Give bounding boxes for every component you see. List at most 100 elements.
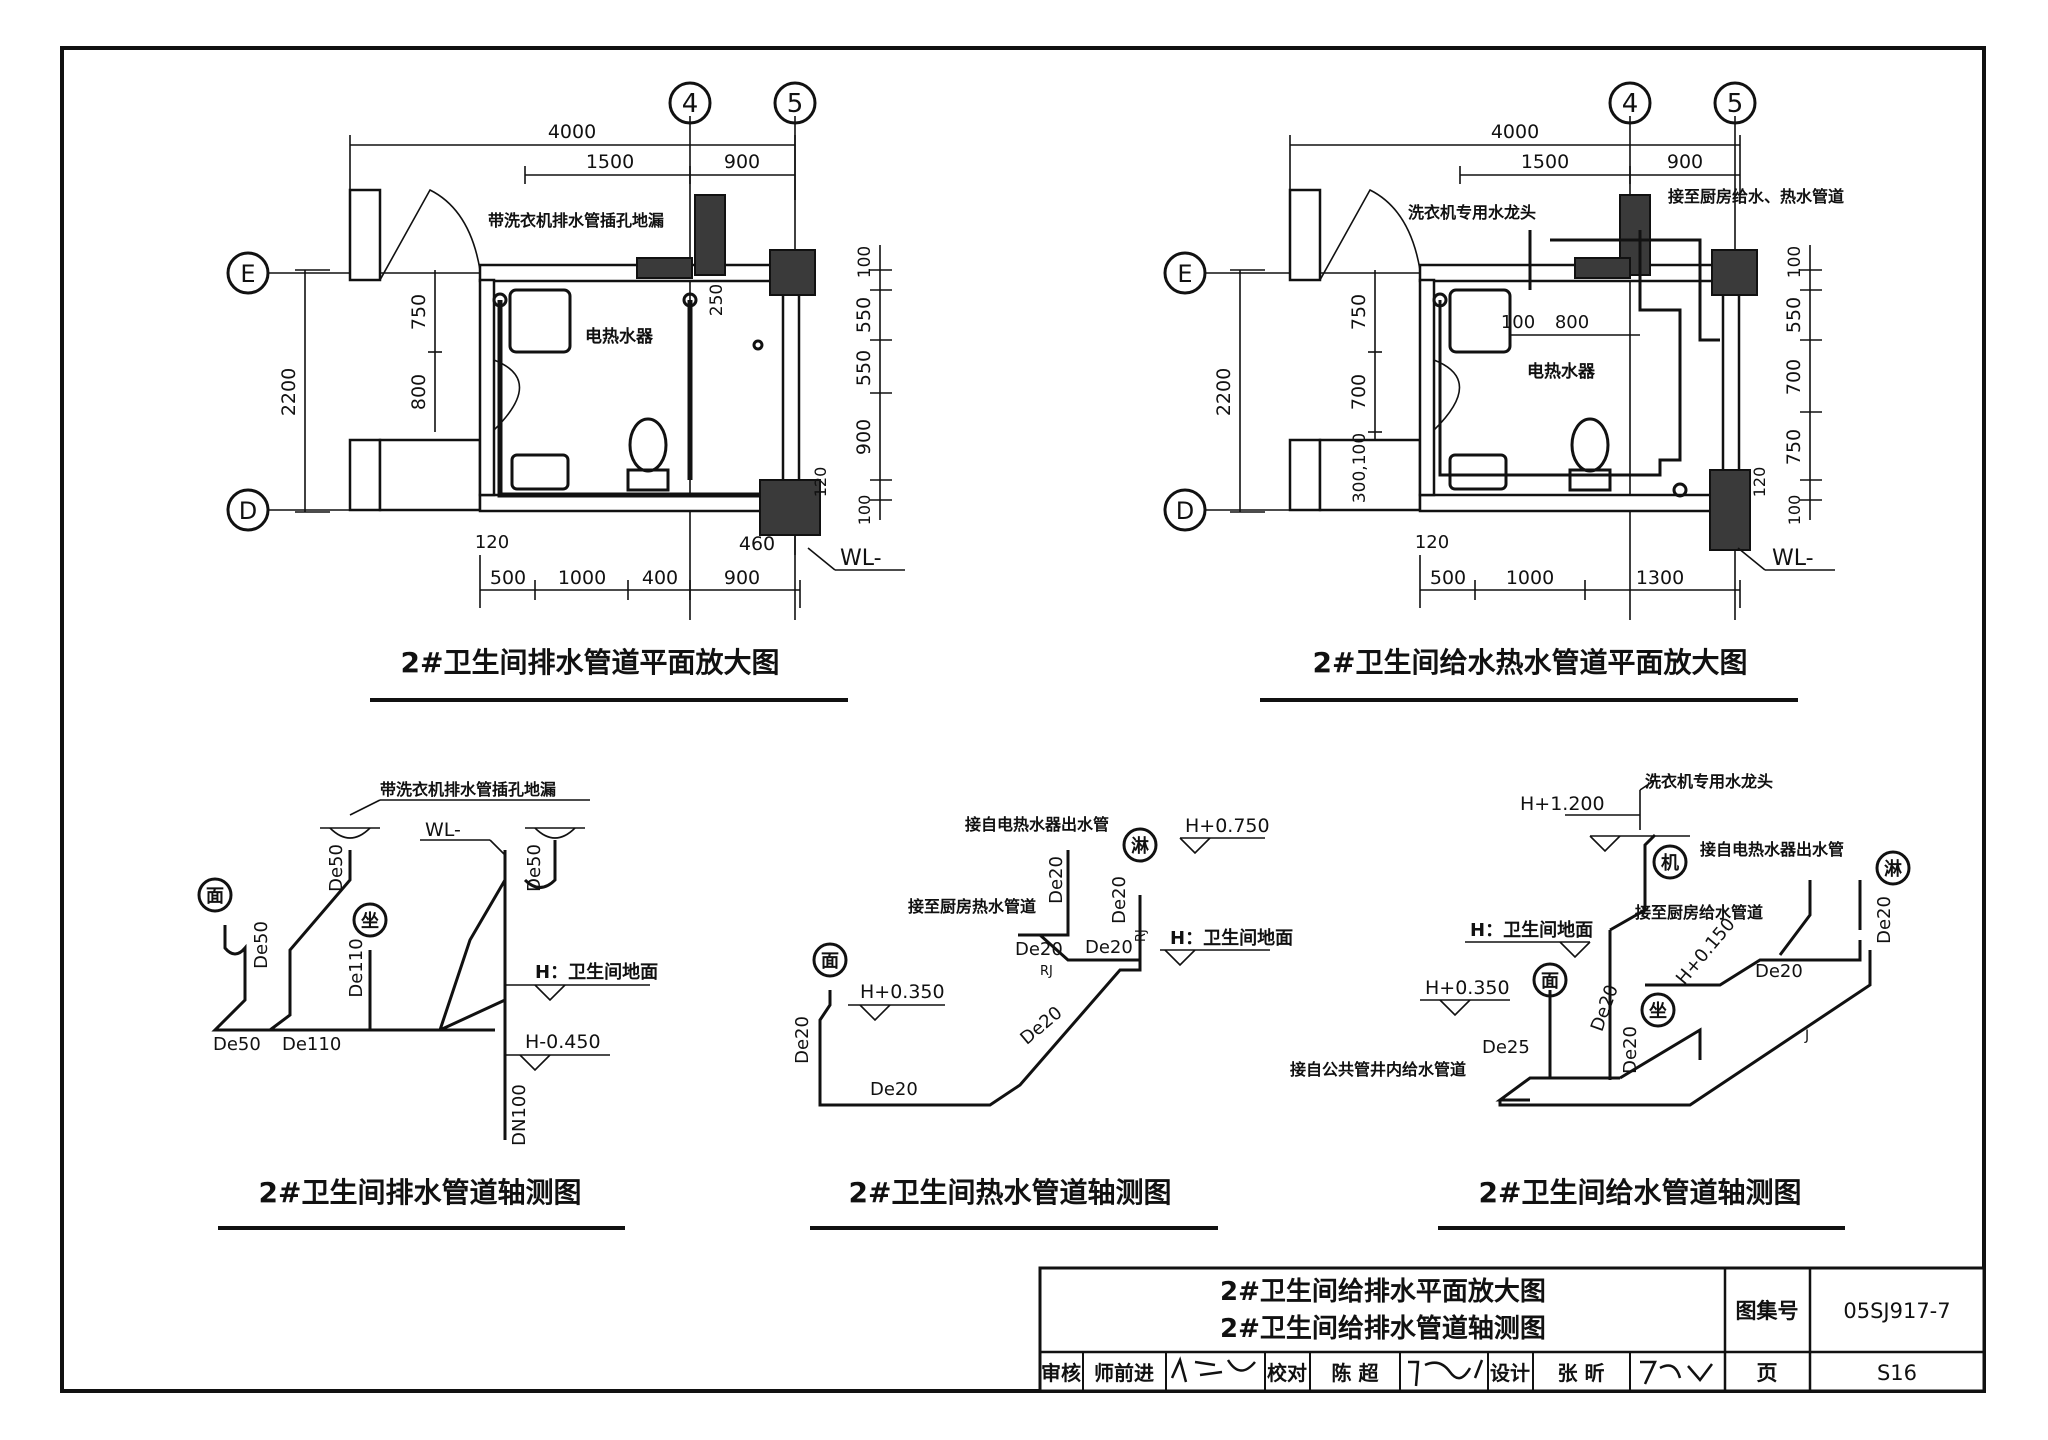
h0750-label: H+0.750 bbox=[1185, 815, 1270, 837]
hot-iso: 接自电热水器出水管 接至厨房热水管道 淋 面 H+0.750 H：卫生间地面 H… bbox=[792, 815, 1293, 1230]
axis-4-label: 4 bbox=[1622, 89, 1639, 119]
atlas-number: 05SJ917-7 bbox=[1843, 1299, 1950, 1323]
checker-name: 陈 超 bbox=[1332, 1361, 1380, 1385]
dim-900-bottom: 900 bbox=[724, 567, 760, 589]
washer-tap-label: 洗衣机专用水龙头 bbox=[1645, 772, 1773, 791]
dim-700: 700 bbox=[1348, 374, 1370, 410]
de20-b: De20 bbox=[1620, 1026, 1641, 1074]
dim-120-bottom: 120 bbox=[475, 532, 509, 553]
dim-460: 460 bbox=[739, 533, 775, 555]
title-line-2: 2#卫生间给排水管道轴测图 bbox=[1220, 1313, 1546, 1344]
axis-5-label: 5 bbox=[787, 89, 804, 119]
water-heater-label: 电热水器 bbox=[1527, 361, 1596, 382]
axis-5-label: 5 bbox=[1727, 89, 1744, 119]
drain-plan-title: 2#卫生间排水管道平面放大图 bbox=[401, 646, 780, 679]
water-heater-label: 电热水器 bbox=[585, 326, 654, 347]
dim-1500: 1500 bbox=[586, 151, 634, 173]
de20-b: De20 bbox=[1109, 876, 1130, 924]
de20-c: De20 bbox=[1755, 961, 1803, 982]
de110-a: De110 bbox=[282, 1034, 341, 1055]
de50-a: De50 bbox=[251, 921, 272, 969]
designer-name: 张 昕 bbox=[1558, 1361, 1605, 1385]
mian-symbol: 面 bbox=[206, 886, 224, 907]
h0350-label: H+0.350 bbox=[1425, 977, 1510, 999]
reviewer-name: 师前进 bbox=[1094, 1361, 1154, 1385]
dim-1500: 1500 bbox=[1521, 151, 1569, 173]
dim-120-right: 120 bbox=[811, 467, 830, 498]
dn100: DN100 bbox=[509, 1084, 530, 1146]
from-heater-label: 接自电热水器出水管 bbox=[1700, 840, 1844, 859]
dim-800: 800 bbox=[408, 374, 430, 410]
ji-symbol: 机 bbox=[1661, 853, 1679, 874]
axis-E-label: E bbox=[240, 260, 255, 288]
cold-iso: 洗衣机专用水龙头 接自电热水器出水管 接至厨房给水管道 接自公共管井内给水管道 … bbox=[1290, 772, 1911, 1230]
de20-d: De20 bbox=[1085, 937, 1133, 958]
dim-100a: 100 bbox=[855, 246, 875, 278]
dim-900-top: 900 bbox=[1667, 151, 1703, 173]
to-kitchen-label: 接至厨房给水管道 bbox=[1635, 903, 1763, 922]
to-kitchen-label: 接至厨房热水管道 bbox=[908, 897, 1036, 916]
h-floor-label: H：卫生间地面 bbox=[1470, 919, 1593, 941]
de20-d: De20 bbox=[1874, 896, 1895, 944]
h-floor-label: H：卫生间地面 bbox=[1170, 927, 1293, 949]
de20-a: De20 bbox=[1046, 856, 1067, 904]
dim-4000: 4000 bbox=[1491, 121, 1539, 143]
atlas-label: 图集号 bbox=[1736, 1299, 1799, 1323]
dim-100b: 100 bbox=[855, 495, 874, 526]
dim-120-bottom: 120 bbox=[1415, 532, 1449, 553]
dim-1300: 1300 bbox=[1636, 567, 1684, 589]
dim-500: 500 bbox=[490, 567, 526, 589]
reviewer-signature bbox=[1170, 1356, 1256, 1383]
page-number: S16 bbox=[1877, 1361, 1917, 1385]
dim-300-100: 300,100 bbox=[1350, 433, 1370, 503]
washer-tap-label: 洗衣机专用水龙头 bbox=[1408, 203, 1536, 222]
title-line-1: 2#卫生间给排水平面放大图 bbox=[1220, 1276, 1546, 1307]
design-label: 设计 bbox=[1490, 1361, 1530, 1385]
dim-250: 250 bbox=[707, 284, 727, 316]
rj-2: RJ bbox=[1134, 929, 1149, 942]
drain-plan: 4 5 E D 4000 1500 900 2200 750 800 250 1… bbox=[226, 81, 905, 702]
floor-drain-label: 带洗衣机排水管插孔地漏 bbox=[488, 211, 664, 230]
lin-symbol: 淋 bbox=[1131, 835, 1149, 857]
dim-550a: 550 bbox=[853, 297, 875, 333]
dim-750: 750 bbox=[408, 294, 430, 330]
review-label: 审核 bbox=[1041, 1361, 1081, 1385]
j-mark: J bbox=[1804, 1028, 1809, 1044]
wl-label: WL- bbox=[425, 819, 461, 841]
wl-label: WL- bbox=[840, 546, 882, 571]
de20-a: De20 bbox=[1587, 982, 1623, 1034]
de20-c: De20 bbox=[1015, 939, 1063, 960]
from-heater-label: 接自电热水器出水管 bbox=[965, 815, 1109, 834]
dim-100-inner: 100 bbox=[1501, 312, 1535, 333]
de50-d: De50 bbox=[213, 1034, 261, 1055]
dim-550: 550 bbox=[1783, 297, 1805, 333]
dim-120-right: 120 bbox=[1750, 467, 1769, 498]
supply-plan-title: 2#卫生间给水热水管道平面放大图 bbox=[1313, 646, 1748, 679]
check-label: 校对 bbox=[1267, 1361, 1307, 1385]
axis-D-label: D bbox=[1176, 497, 1194, 525]
dim-500: 500 bbox=[1430, 567, 1466, 589]
zuo-symbol: 坐 bbox=[1649, 1001, 1667, 1022]
dim-700-right: 700 bbox=[1783, 359, 1805, 395]
de50-c: De50 bbox=[524, 844, 545, 892]
hot-iso-title: 2#卫生间热水管道轴测图 bbox=[849, 1176, 1172, 1209]
from-shaft-label: 接自公共管井内给水管道 bbox=[1290, 1060, 1466, 1079]
designer-signature bbox=[1640, 1360, 1713, 1385]
page-label: 页 bbox=[1757, 1361, 1778, 1385]
de20-f: De20 bbox=[792, 1016, 813, 1064]
floor-drain-label: 带洗衣机排水管插孔地漏 bbox=[380, 780, 556, 799]
dim-550b: 550 bbox=[853, 350, 875, 386]
rj-1: RJ bbox=[1040, 964, 1053, 979]
dim-900-right: 900 bbox=[853, 419, 875, 455]
supply-plan: 4 5 E D 4000 1500 900 2200 750 700 300,1… bbox=[1163, 81, 1844, 702]
zuo-symbol: 坐 bbox=[361, 911, 379, 932]
dim-400: 400 bbox=[642, 567, 678, 589]
lin-symbol: 淋 bbox=[1884, 858, 1902, 880]
h1200-label: H+1.200 bbox=[1520, 793, 1605, 815]
mian-symbol: 面 bbox=[1541, 971, 1559, 992]
h0350-label: H+0.350 bbox=[860, 981, 945, 1003]
drain-iso: 带洗衣机排水管插孔地漏 WL- 面 坐 De50 De50 De50 De50 … bbox=[197, 780, 658, 1230]
dim-800-inner: 800 bbox=[1555, 312, 1589, 333]
dim-4000: 4000 bbox=[548, 121, 596, 143]
